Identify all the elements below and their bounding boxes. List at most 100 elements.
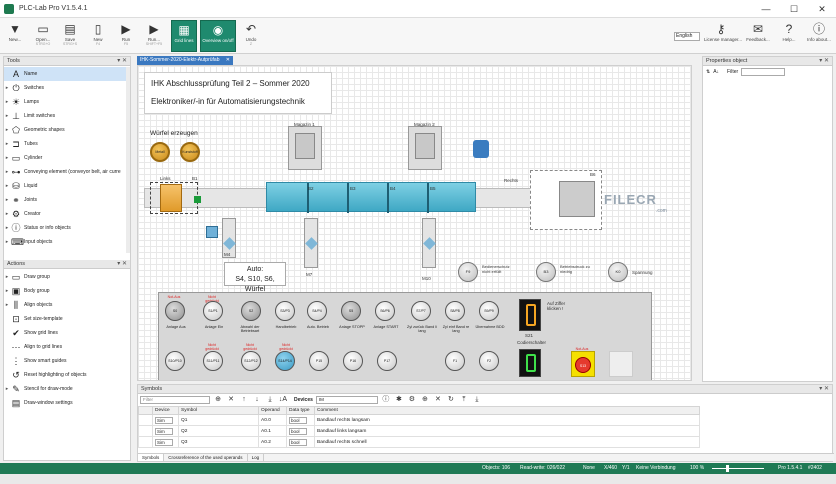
device-dropdown[interactable]: Sim	[155, 416, 173, 424]
gold-button-metall[interactable]: Metall	[150, 142, 170, 162]
expand-arrow-icon[interactable]: ▸	[5, 211, 9, 217]
expand-arrow-icon[interactable]: ▸	[5, 386, 9, 392]
tools-item-name[interactable]: A Name	[4, 67, 128, 81]
device-info-icon[interactable]: ⓘ	[382, 396, 390, 403]
move-bottom-icon[interactable]: ⤓	[268, 396, 272, 403]
panel-pin-close-icon[interactable]: ▾ ✕	[117, 58, 127, 64]
col-comment[interactable]: Comment	[314, 406, 700, 415]
button-s10[interactable]: S10/P10	[165, 351, 185, 371]
comment-cell[interactable]: Bandlauf links langsam	[314, 425, 700, 437]
col-device[interactable]: Device	[152, 406, 179, 415]
conveyor-belt[interactable]	[266, 182, 476, 213]
motor-m10-drive[interactable]	[422, 218, 436, 268]
properties-filter-input[interactable]	[741, 68, 786, 76]
emergency-stop-s13[interactable]: S13	[571, 351, 595, 377]
undo-button[interactable]: ↶ Undo Z	[245, 22, 257, 46]
add-device-icon[interactable]: ⊕	[421, 396, 428, 403]
button-s6[interactable]: S6/P6	[375, 301, 395, 321]
tools-scrollbar[interactable]	[126, 67, 130, 253]
help-button[interactable]: ? Help...	[782, 22, 796, 42]
tools-item-creator[interactable]: ▸ ⚙ Creator	[5, 209, 41, 219]
action-show-smart-guides[interactable]: ⋮ Show smart guides	[11, 356, 67, 366]
operand-cell[interactable]: A0.0	[258, 414, 287, 426]
motor-m4-drive[interactable]	[222, 218, 236, 258]
drawing-canvas[interactable]: IHK Abschlussprüfung Teil 2 – Sommer 202…	[137, 65, 692, 381]
button-s2[interactable]: S2	[241, 301, 261, 321]
button-s14[interactable]: S14/P14	[275, 351, 295, 371]
expand-arrow-icon[interactable]: ▸	[5, 288, 9, 294]
add-icon[interactable]: ⊕	[215, 396, 221, 403]
motor-m7-drive[interactable]	[304, 218, 318, 268]
button-s12[interactable]: S12/P12	[241, 351, 261, 371]
license-manager-button[interactable]: ⚷ License manager...	[704, 22, 743, 42]
type-dropdown[interactable]: bool	[289, 427, 307, 435]
panel-pin-close-icon[interactable]: ▾ ✕	[819, 58, 829, 64]
comment-cell[interactable]: Bandlauf rechts schnell	[314, 436, 700, 448]
button-s5[interactable]: S5	[341, 301, 361, 321]
expand-arrow-icon[interactable]: ▸	[5, 302, 9, 308]
table-row[interactable]: Sim Q3 A0.2 bool Bandlauf rechts schnell	[138, 436, 700, 448]
expand-arrow-icon[interactable]: ▸	[5, 113, 9, 119]
expand-arrow-icon[interactable]: ▸	[5, 127, 9, 133]
zoom-slider[interactable]	[712, 468, 764, 469]
gold-button-kunststoff[interactable]: Kunststoff	[180, 142, 200, 162]
devices-select[interactable]: IM	[315, 396, 378, 404]
tab-log[interactable]: Log	[248, 454, 265, 461]
document-tab[interactable]: IHK-Sommer-2020-Elektr-Autprüfab ✕	[137, 56, 233, 65]
tools-item-limit-switches[interactable]: ▸ ⊥ Limit switches	[5, 111, 56, 121]
expand-arrow-icon[interactable]: ▸	[5, 274, 9, 280]
new-menu-button[interactable]: ▼ New...	[8, 22, 22, 42]
remove-device-icon[interactable]: ✕	[434, 396, 441, 403]
type-dropdown[interactable]: bool	[289, 416, 307, 424]
run-watch-button[interactable]: ▶ Run... SHIFT+F5	[145, 22, 163, 46]
feedback-button[interactable]: ✉ Feedback...	[746, 22, 770, 42]
button-s8[interactable]: S8/P8	[445, 301, 465, 321]
tools-item-switches[interactable]: ▸ ⏻ Switches	[5, 83, 45, 93]
cylinder-blue[interactable]	[473, 140, 489, 158]
device-dropdown[interactable]: Sim	[155, 438, 173, 446]
action-align-objects[interactable]: ▸ ⫼ Align objects	[5, 300, 53, 310]
action-align-to-grid[interactable]: ⋯ Align to grid lines	[11, 342, 63, 352]
panel-pin-close-icon[interactable]: ▾ ✕	[819, 386, 829, 392]
button-s0[interactable]: S0	[165, 301, 185, 321]
sort-icon[interactable]: ⇅	[706, 69, 711, 75]
operand-cell[interactable]: A0.1	[258, 425, 287, 437]
indicator-k0[interactable]: K0	[608, 262, 628, 282]
zoom-slider-handle[interactable]	[726, 465, 729, 472]
action-stencil[interactable]: ▸ ✎ Stencil for draw-mode	[5, 384, 73, 394]
table-row[interactable]: Sim Q2 A0.1 bool Bandlauf links langsam	[138, 425, 700, 437]
tools-item-lamps[interactable]: ▸ ☀ Lamps	[5, 97, 40, 107]
tools-item-status-objects[interactable]: ▸ ⓘ Status or info objects	[5, 223, 71, 233]
tools-item-input-objects[interactable]: ▸ ⌨ Input objects	[5, 237, 53, 247]
save-button[interactable]: ▤ Save STRG+S	[62, 22, 78, 46]
operand-cell[interactable]: A0.2	[258, 436, 287, 448]
table-row[interactable]: Sim Q1 A0.0 bool Bandlauf rechts langsam	[138, 414, 700, 426]
device-dropdown[interactable]: Sim	[155, 427, 173, 435]
action-set-size-template[interactable]: ⊡ Set size-template	[12, 314, 63, 324]
move-down-icon[interactable]: ↓	[255, 396, 259, 403]
action-show-grid-lines[interactable]: ✔ Show grid lines	[12, 328, 58, 338]
button-s9[interactable]: S9/P9	[479, 301, 499, 321]
indicator-b3[interactable]: B3	[536, 262, 556, 282]
expand-arrow-icon[interactable]: ▸	[5, 183, 9, 189]
minimize-button[interactable]: —	[761, 4, 771, 14]
type-dropdown[interactable]: bool	[289, 438, 307, 446]
tools-item-joints[interactable]: ▸ ⚭ Joints	[5, 195, 38, 205]
tools-item-tubes[interactable]: ▸ ⊐ Tubes	[5, 139, 38, 149]
expand-arrow-icon[interactable]: ▸	[5, 239, 9, 245]
tools-item-conveying-element[interactable]: ▸ ⊶ Conveying element (conveyor belt, ai…	[5, 167, 121, 177]
symbol-cell[interactable]: Q3	[178, 436, 259, 448]
tools-item-liquid[interactable]: ▸ ⛁ Liquid	[5, 181, 38, 191]
sort-az-icon[interactable]: ↓A	[278, 396, 288, 403]
panel-pin-close-icon[interactable]: ▾ ✕	[117, 261, 127, 267]
expand-arrow-icon[interactable]: ▸	[5, 85, 9, 91]
move-up-icon[interactable]: ↑	[242, 396, 246, 403]
alpha-sort-icon[interactable]: A↓	[713, 69, 720, 75]
export-icon[interactable]: ⤓	[475, 396, 479, 403]
action-draw-group[interactable]: ▸ ▭ Draw group	[5, 272, 50, 282]
comment-cell[interactable]: Bandlauf rechts langsam	[314, 414, 700, 426]
expand-arrow-icon[interactable]: ▸	[5, 141, 9, 147]
new-button[interactable]: ▯ New F4	[85, 20, 111, 52]
symbols-filter-input[interactable]: Filter	[140, 396, 210, 404]
button-s11[interactable]: S11/P11	[203, 351, 223, 371]
